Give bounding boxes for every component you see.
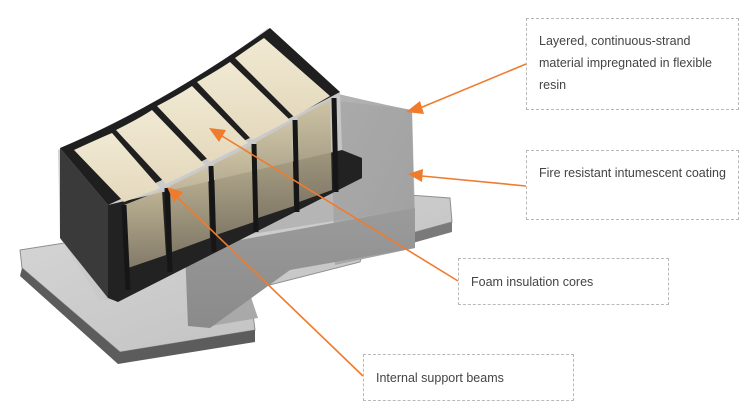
- callout-foam-cores-text: Foam insulation cores: [471, 275, 594, 289]
- callout-layered-material-text: Layered, continuous-strand material impr…: [539, 34, 713, 92]
- internal-cells: [121, 97, 339, 291]
- arrow-layered-material: [419, 63, 527, 109]
- arrowhead-layered-material: [406, 101, 424, 114]
- support-beams: [121, 97, 339, 291]
- leader-arrows: [167, 63, 527, 377]
- callout-layered-material: Layered, continuous-strand material impr…: [526, 18, 739, 110]
- callout-support-beams: Internal support beams: [363, 354, 574, 401]
- callout-intumescent-coating: Fire resistant intumescent coating: [526, 150, 739, 220]
- arrowhead-support-beams: [167, 187, 183, 202]
- foam-cores: [74, 38, 330, 202]
- arrow-intumescent-coating: [421, 175, 527, 187]
- callout-foam-cores: Foam insulation cores: [458, 258, 669, 305]
- callout-support-beams-text: Internal support beams: [376, 371, 504, 385]
- arrowhead-intumescent-coating: [408, 169, 423, 182]
- arrowhead-foam-cores: [209, 128, 226, 142]
- callout-intumescent-coating-text: Fire resistant intumescent coating: [539, 166, 726, 180]
- arrow-foam-cores: [221, 135, 459, 282]
- arrow-support-beams: [175, 195, 364, 377]
